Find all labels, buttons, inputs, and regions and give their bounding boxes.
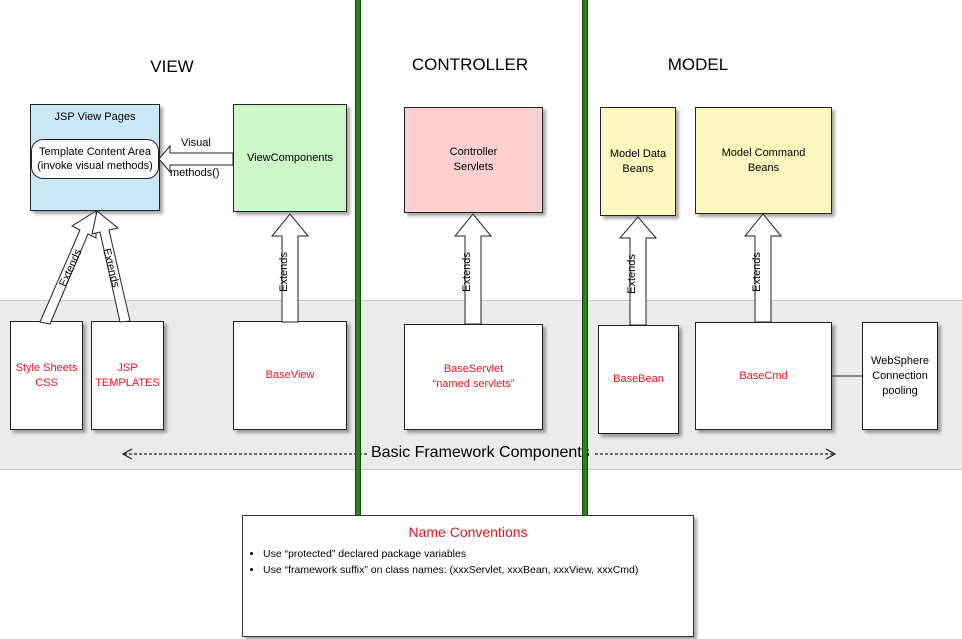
jsp-templates-box: JSP TEMPLATES	[91, 321, 164, 430]
extends-label-basebean: Extends	[625, 254, 638, 294]
controller-servlets-line2: Servlets	[453, 161, 494, 173]
model-data-beans-line1: Model Data	[609, 147, 667, 160]
websphere-box: WebSphere Connection pooling	[862, 322, 938, 430]
base-view-box: BaseView	[233, 321, 347, 430]
template-content-area: Template Content Area (invoke visual met…	[31, 139, 159, 179]
name-convention-item: Use “protected” declared package variabl…	[263, 546, 638, 562]
model-column-title: MODEL	[667, 55, 729, 74]
framework-dashed-arrow	[121, 448, 837, 460]
base-servlet-box: BaseServlet “named servlets”	[404, 324, 543, 430]
name-conventions-title: Name Conventions	[408, 524, 528, 540]
base-view-label: BaseView	[265, 369, 315, 381]
extends-arrow-basecmd	[743, 213, 783, 323]
extends-label-baseview: Extends	[277, 252, 290, 292]
view-components-box: ViewComponents	[233, 104, 347, 212]
template-content-area-line2: (invoke visual methods)	[37, 160, 153, 172]
base-cmd-label: BaseCmd	[739, 369, 788, 382]
controller-servlets-line1: Controller	[449, 146, 498, 158]
controller-model-divider	[582, 0, 588, 516]
view-column-title: VIEW	[150, 57, 194, 76]
view-components-label: ViewComponents	[246, 151, 333, 164]
jsp-view-pages-label: JSP View Pages	[54, 111, 136, 123]
base-servlet-line1: BaseServlet	[443, 363, 504, 375]
websphere-line3: pooling	[882, 384, 918, 397]
view-controller-divider	[355, 0, 361, 516]
name-conventions-box: Name Conventions Use “protected” declare…	[242, 515, 694, 637]
base-servlet-line2: “named servlets”	[432, 378, 515, 390]
websphere-line2: Connection	[872, 369, 928, 382]
controller-column-title: CONTROLLER	[411, 55, 529, 74]
model-command-beans-line2: Beans	[747, 161, 780, 174]
websphere-line1: WebSphere	[871, 354, 929, 367]
template-content-area-line1: Template Content Area	[39, 146, 151, 158]
style-sheets-box: Style Sheets CSS	[10, 321, 83, 430]
extends-arrow-basebean	[618, 216, 658, 326]
jsp-templates-line1: JSP	[117, 361, 138, 374]
style-sheets-line2: CSS	[35, 376, 58, 389]
model-data-beans-box: Model Data Beans	[600, 107, 676, 216]
controller-servlets-box: Controller Servlets	[404, 107, 543, 213]
visual-label: Visual	[181, 137, 211, 149]
model-data-beans-line2: Beans	[622, 162, 654, 175]
base-bean-label: BaseBean	[613, 373, 664, 385]
name-conventions-list: Use “protected” declared package variabl…	[245, 546, 638, 578]
methods-label: methods()	[170, 167, 220, 179]
extends-label-basecmd: Extends	[750, 252, 763, 292]
visual-methods-arrow	[158, 144, 234, 174]
extends-arrow-baseservlet	[453, 213, 493, 325]
style-sheets-line1: Style Sheets	[15, 361, 78, 374]
extends-arrow-baseview	[270, 213, 310, 323]
base-cmd-box: BaseCmd	[695, 322, 832, 430]
extends-label-baseservlet: Extends	[460, 252, 473, 292]
base-bean-box: BaseBean	[598, 325, 679, 434]
model-command-beans-line1: Model Command	[721, 146, 806, 159]
model-command-beans-box: Model Command Beans	[695, 107, 832, 214]
jsp-templates-line2: TEMPLATES	[95, 376, 160, 389]
framework-components-label: Basic Framework Components	[368, 444, 593, 462]
extends-arrow-jsptemplates	[91, 210, 131, 323]
name-convention-item: Use “framework suffix” on class names: (…	[263, 562, 638, 578]
